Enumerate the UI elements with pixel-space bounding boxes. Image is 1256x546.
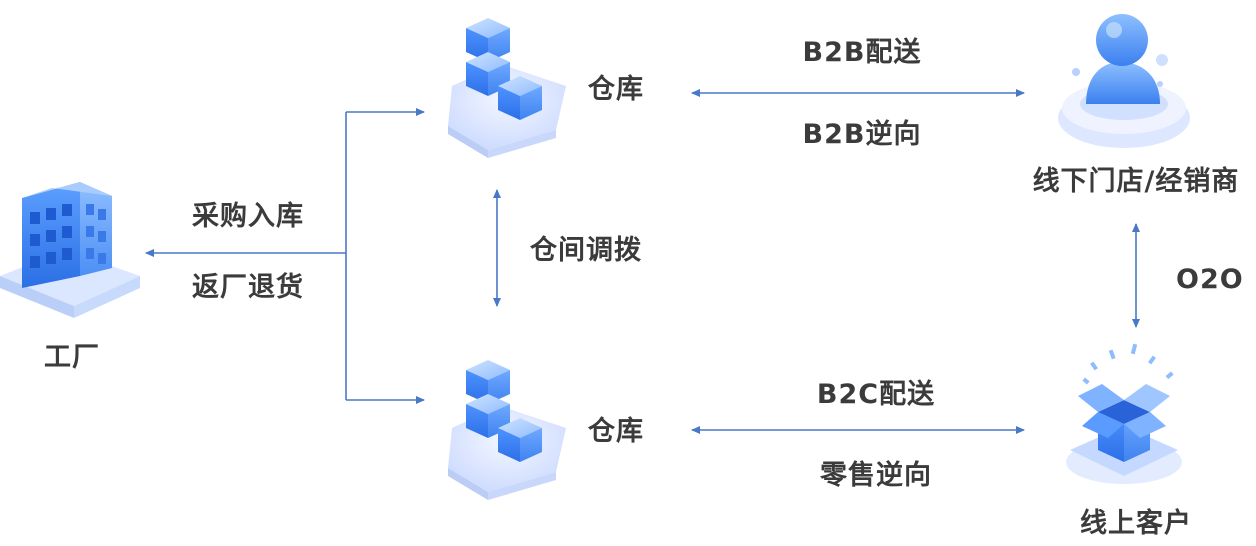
warehouse-top-label: 仓库 — [588, 74, 644, 105]
online-customer-label: 线上客户 — [1080, 508, 1192, 539]
factory-warehouse-connector — [145, 108, 425, 404]
retail-reverse-label: 零售逆向 — [820, 460, 932, 491]
warehouse-bottom-label: 仓库 — [588, 416, 644, 447]
b2b-delivery-label: B2B配送 — [802, 37, 922, 68]
open-box-icon — [1066, 343, 1182, 484]
factory-label: 工厂 — [44, 342, 100, 373]
warehouse-bottom-icon — [448, 360, 566, 500]
transfer-label: 仓间调拨 — [530, 235, 642, 266]
factory-icon — [0, 182, 140, 318]
b2b-reverse-label: B2B逆向 — [802, 119, 922, 150]
b2c-delivery-label: B2C配送 — [816, 379, 936, 410]
return-factory-label: 返厂退货 — [192, 272, 304, 303]
purchase-in-label: 采购入库 — [192, 201, 304, 232]
warehouse-top-icon — [448, 18, 566, 158]
person-icon — [1058, 14, 1190, 148]
o2o-label: O2O — [1176, 264, 1244, 295]
offline-store-label: 线下门店/经销商 — [1032, 166, 1240, 197]
